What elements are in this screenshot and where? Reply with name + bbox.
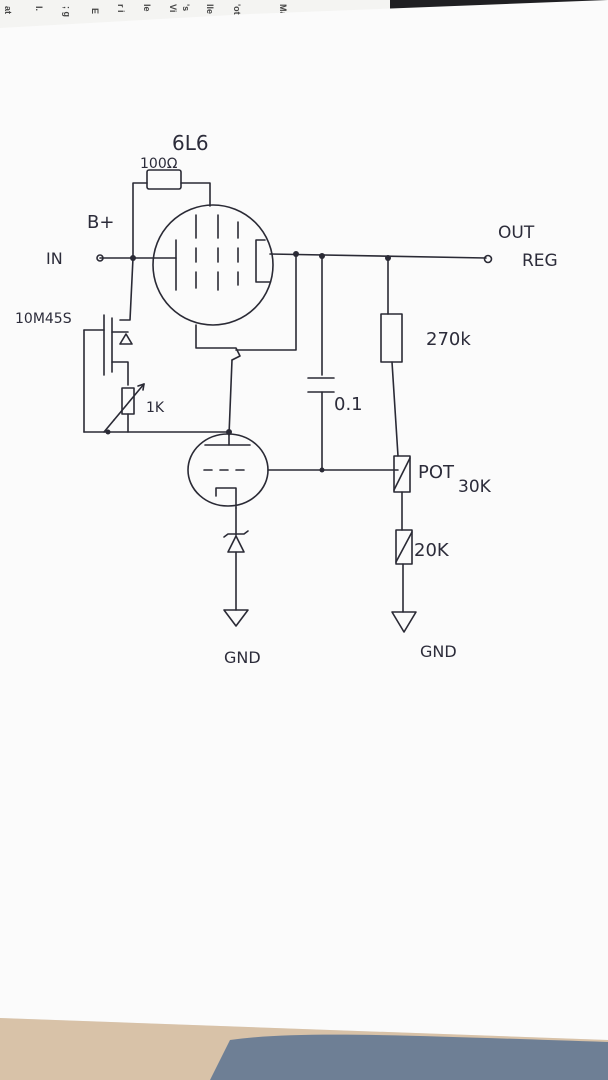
ground-left-symbol xyxy=(223,609,249,627)
bg-fragment: r i xyxy=(116,4,126,13)
input-terminal xyxy=(96,254,104,262)
output-wiring xyxy=(235,253,487,376)
label-mosfet: 10M45S xyxy=(15,311,72,327)
tube-6l6-envelope xyxy=(152,204,274,326)
label-reg: REG xyxy=(522,251,558,271)
label-20k: 20K xyxy=(414,540,450,561)
output-terminal xyxy=(483,254,493,264)
bg-fragment: I. xyxy=(34,6,44,11)
label-30k: 30K xyxy=(458,477,492,497)
junction-dot xyxy=(105,429,111,435)
resistor-20k xyxy=(395,529,413,613)
schematic: 6L6 100Ω B+ IN 10M45S 1K OUT REG 270k 0.… xyxy=(15,131,558,667)
junction-dot xyxy=(319,253,325,259)
label-6l6: 6L6 xyxy=(172,131,209,155)
input-wiring xyxy=(99,257,177,321)
table-surface xyxy=(0,1018,608,1080)
bg-fragment: E xyxy=(90,8,100,14)
background-page-text: at I. ; g E r i le Vi 's lle 'ot Ma xyxy=(3,4,288,17)
tube-link-wire xyxy=(228,359,233,436)
label-cap: 0.1 xyxy=(334,394,363,415)
label-gnd-left: GND xyxy=(224,648,261,667)
zener-diode xyxy=(223,507,249,611)
label-out: OUT xyxy=(498,223,535,243)
bg-fragment: Ma xyxy=(278,4,288,17)
label-bplus: B+ xyxy=(87,212,114,233)
bg-fragment: lle xyxy=(205,4,215,14)
bg-fragment: 'ot xyxy=(232,4,242,15)
bg-fragment: Vi xyxy=(168,4,178,12)
bg-fragment: le xyxy=(142,4,152,12)
junction-dot xyxy=(319,467,325,473)
tube-6l6-grids xyxy=(175,214,271,361)
junction-dot xyxy=(293,251,299,257)
resistor-270k xyxy=(380,313,403,457)
ground-right-symbol xyxy=(391,611,417,633)
label-1k: 1K xyxy=(146,400,165,416)
bg-fragment: ; g xyxy=(62,6,72,17)
paper-sheet xyxy=(0,0,608,1040)
label-gnd-right: GND xyxy=(420,642,457,661)
bg-fragment: at xyxy=(3,6,13,14)
grid-resistor-100r xyxy=(132,169,211,259)
junction-dot xyxy=(130,255,136,261)
label-in: IN xyxy=(46,249,63,268)
bg-fragment: 's xyxy=(181,4,191,11)
label-270k: 270k xyxy=(426,329,471,350)
label-pot: POT xyxy=(418,462,455,483)
mosfet-10m45s xyxy=(83,314,133,433)
label-100r: 100Ω xyxy=(140,156,178,172)
capacitor-0-1 xyxy=(307,377,335,471)
junction-dot xyxy=(385,255,391,261)
tube-lower-elements xyxy=(203,431,399,509)
pot-30k xyxy=(393,455,411,531)
